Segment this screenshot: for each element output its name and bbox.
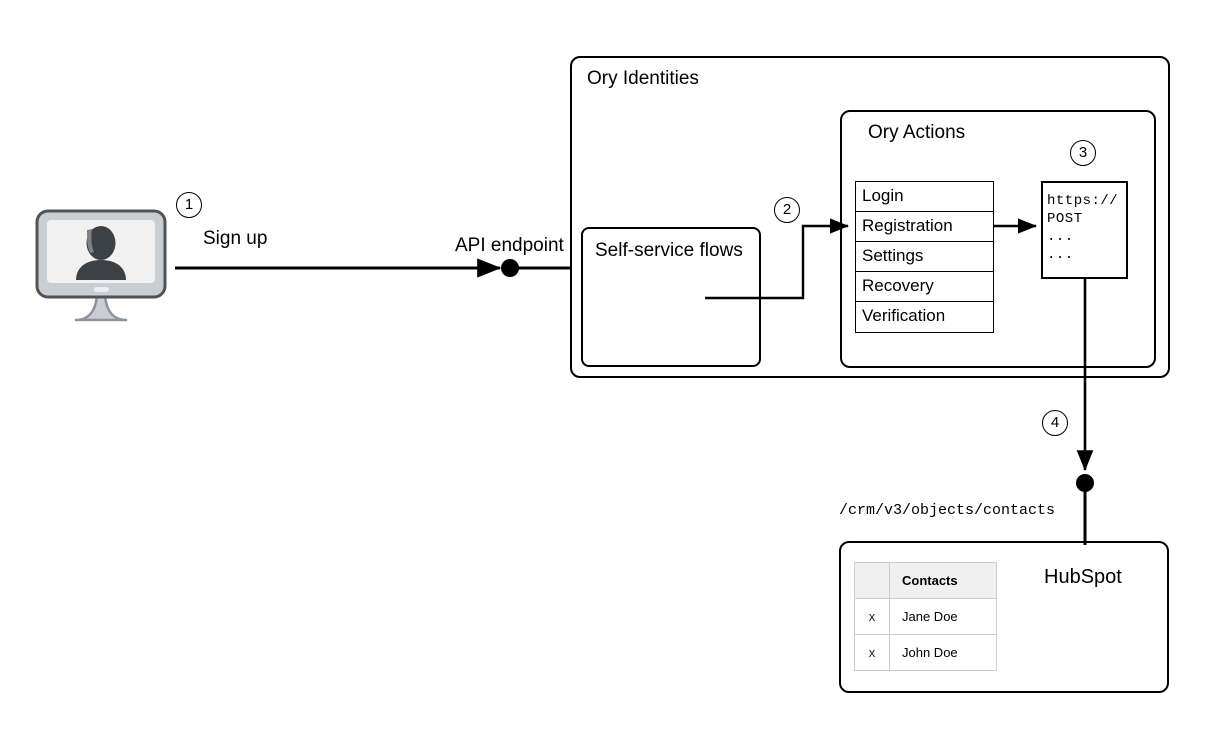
api-endpoint-dot [501,259,519,277]
ory-identities-title: Ory Identities [587,68,699,89]
row-contact-name: Jane Doe [889,598,997,635]
flow-item-verification[interactable]: Verification [856,302,993,332]
flow-item-login[interactable]: Login [856,182,993,212]
hubspot-box [839,541,1169,693]
row-mark: x [854,634,890,671]
webhook-code-box [1041,181,1128,279]
flow-item-recovery[interactable]: Recovery [856,272,993,302]
table-row[interactable]: x John Doe [854,634,997,671]
step-circle-1: 1 [176,192,202,218]
ory-actions-title: Ory Actions [868,122,966,143]
ory-identities-box [570,56,1170,378]
table-header-mark [854,562,890,599]
step-circle-2: 2 [774,197,800,223]
table-row[interactable]: x Jane Doe [854,598,997,635]
row-mark: x [854,598,890,635]
hubspot-endpoint-dot [1076,474,1094,492]
flow-item-registration[interactable]: Registration [856,212,993,242]
step-circle-4: 4 [1042,410,1068,436]
ory-actions-flow-list: Login Registration Settings Recovery Ver… [855,181,994,333]
hubspot-contacts-table: Contacts x Jane Doe x John Doe [854,562,997,671]
webhook-code-line-1: https:// [1047,193,1119,209]
ory-actions-box [840,110,1156,368]
signup-label: Sign up [203,228,268,249]
self-service-flows-title: Self-service flows [595,240,743,261]
hubspot-title: HubSpot [1044,566,1122,588]
table-header-contacts: Contacts [889,562,997,599]
crm-path-label: /crm/v3/objects/contacts [839,502,1056,519]
api-endpoint-label: API endpoint [455,235,564,256]
table-header-row: Contacts [854,562,997,599]
self-service-flows-box [581,227,761,367]
webhook-code-line-4: ... [1047,247,1074,263]
step-circle-3: 3 [1070,140,1096,166]
row-contact-name: John Doe [889,634,997,671]
flow-item-settings[interactable]: Settings [856,242,993,272]
webhook-code-line-2: POST [1047,211,1083,227]
webhook-code-line-3: ... [1047,229,1074,245]
user-monitor-icon [34,208,168,328]
